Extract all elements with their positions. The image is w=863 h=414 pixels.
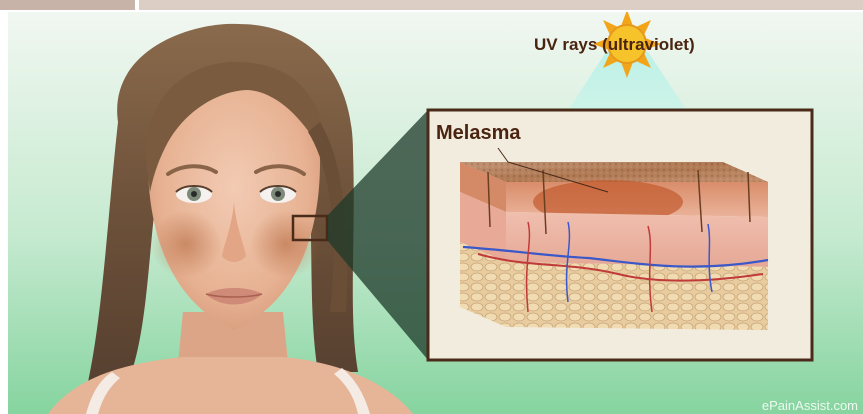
top-header-bar <box>0 0 863 10</box>
melasma-illustration: Melasma UV rays (ultraviolet) ePainAssis… <box>8 12 863 414</box>
header-tab-right <box>139 0 863 10</box>
watermark: ePainAssist.com <box>762 398 858 413</box>
melasma-patch-left <box>150 210 222 278</box>
eye-right <box>260 185 296 203</box>
melasma-patch-right <box>250 210 322 278</box>
header-tab-left <box>0 0 135 10</box>
skin-cross-section <box>460 162 768 330</box>
melasma-label: Melasma <box>436 122 521 144</box>
eye-left <box>176 185 212 203</box>
uv-rays-label: UV rays (ultraviolet) <box>534 35 695 54</box>
